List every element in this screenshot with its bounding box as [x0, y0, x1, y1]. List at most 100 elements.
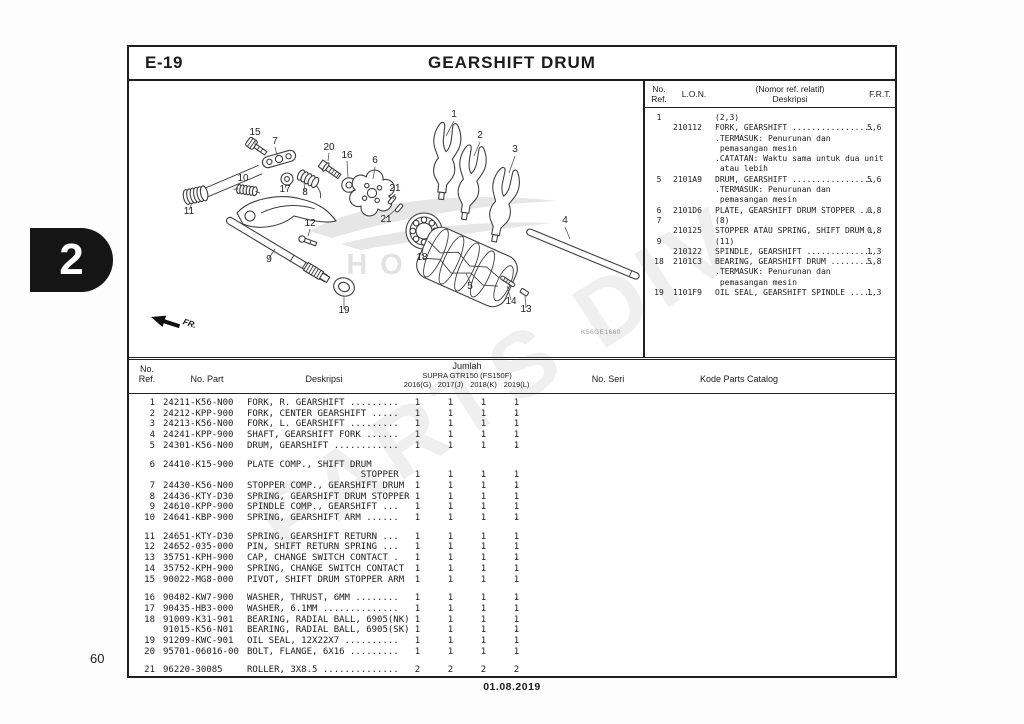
parts-c-qty: 1: [447, 574, 454, 585]
parts-c-desc: FORK, R. GEARSHIFT .........: [247, 398, 399, 408]
parts-c-seri: [533, 513, 673, 524]
parts-c-kode: [673, 502, 895, 513]
parts-c-seri: [533, 532, 673, 543]
callout-number: 16: [341, 150, 353, 161]
washer-17-part: [280, 172, 294, 186]
parts-c-qty: 1: [414, 636, 421, 647]
parts-c-qty: 1: [513, 408, 520, 419]
parts-c-qty: 1: [480, 531, 487, 542]
parts-c-qty: 1: [447, 625, 454, 636]
fork-3-part: [489, 166, 520, 243]
callout-number: 11: [184, 206, 195, 217]
shift-arm-part: [236, 196, 337, 228]
parts-c-qty: 1: [480, 542, 487, 553]
lon-c-frt: 0,8: [867, 205, 882, 215]
lon-c-frt: [867, 278, 895, 288]
parts-c-part: 90435-HB3-000: [163, 603, 234, 614]
parts-c-part: [163, 470, 247, 481]
parts-c-qty: 1: [480, 646, 487, 657]
lon-c-frt: [867, 267, 895, 277]
catalog-page: E-19 GEARSHIFT DRUM HONDA: [127, 45, 897, 678]
parts-c-qty: 1: [480, 408, 487, 419]
parts-c-qty: 1: [513, 419, 520, 430]
parts-header-ref: No.Ref.: [138, 364, 156, 384]
lon-c-lon: [673, 113, 715, 123]
parts-c-seri: [533, 542, 673, 553]
lon-c-lon: [673, 134, 715, 144]
parts-c-qty: 1: [414, 553, 421, 564]
parts-c-seri: [533, 564, 673, 575]
callout-number: 14: [505, 296, 517, 307]
parts-c-desc: PIN, SHIFT RETURN SPRING ...: [247, 542, 399, 553]
spindle-9-part: [225, 216, 331, 283]
lon-row: atau lebih: [645, 164, 895, 174]
parts-c-qty: 1: [513, 398, 520, 408]
parts-c-qty: 1: [513, 646, 520, 657]
lon-c-desc: DRUM, GEARSHIFT .................: [715, 174, 874, 184]
lon-c-desc: .TERMASUK: Penurunan dan: [715, 133, 831, 143]
lon-c-desc: OIL SEAL, GEARSHIFT SPINDLE .....: [715, 288, 874, 298]
callout-number: 9: [266, 254, 272, 265]
parts-header-kode: Kode Parts Catalog: [699, 374, 779, 384]
lon-c-frt: 1,3: [867, 246, 882, 256]
row-gap: [129, 524, 895, 532]
parts-table: No.Ref. No. Part Deskripsi Jumlah SUPRA …: [129, 357, 895, 676]
parts-c-qty: 1: [414, 563, 421, 574]
parts-c-seri: [533, 665, 673, 676]
roller-13-part: [519, 287, 530, 297]
parts-c-qty: 1: [513, 491, 520, 502]
parts-c-ref: 14: [144, 563, 155, 574]
parts-c-qty: 1: [513, 513, 520, 524]
parts-c-qty: [434, 460, 467, 471]
parts-c-ref: 11: [144, 531, 155, 542]
lon-c-desc: SPINDLE, GEARSHIFT ..............: [715, 246, 874, 256]
callout-number: 10: [237, 173, 249, 184]
lon-c-ref: [645, 247, 673, 257]
parts-c-qty: 1: [513, 593, 520, 604]
callout-number: 7: [272, 136, 278, 147]
parts-c-qty: 1: [480, 480, 487, 491]
parts-c-desc: SHAFT, GEARSHIFT FORK ......: [247, 430, 399, 441]
parts-c-desc: BEARING, RADIAL BALL, 6905(NK): [247, 614, 410, 625]
parts-c-qty: 1: [414, 542, 421, 553]
lon-c-frt: [867, 134, 895, 144]
parts-c-qty: 1: [447, 542, 454, 553]
parts-c-part: 24241-KPP-900: [163, 430, 234, 441]
parts-c-seri: [533, 441, 673, 452]
parts-c-qty: 1: [414, 603, 421, 614]
parts-c-seri: [533, 470, 673, 481]
parts-c-qty: 1: [414, 480, 421, 491]
parts-c-part: 91015-K56-N01: [163, 625, 234, 636]
callout-number: 20: [323, 142, 335, 153]
callout-number: 19: [338, 305, 350, 316]
parts-c-qty: 1: [447, 646, 454, 657]
parts-header-seri: No. Seri: [591, 374, 625, 384]
parts-header-years: 2016(G) 2017(J) 2018(K) 2019(L): [403, 380, 530, 389]
lon-c-ref: [645, 185, 673, 195]
parts-c-kode: [673, 481, 895, 492]
parts-c-seri: [533, 625, 673, 636]
parts-c-qty: 1: [447, 553, 454, 564]
lon-c-frt: 1,3: [867, 288, 882, 298]
parts-c-qty: 1: [414, 574, 421, 585]
parts-c-qty: 1: [513, 531, 520, 542]
parts-c-ref: 8: [149, 491, 155, 502]
parts-c-kode: [673, 665, 895, 676]
page-title: GEARSHIFT DRUM: [428, 53, 596, 72]
spring-11-part: [182, 165, 263, 205]
arm-7-part: [261, 149, 297, 169]
parts-c-desc: SPRING, GEARSHIFT DRUM STOPPER: [247, 491, 410, 502]
parts-c-kode: [673, 460, 895, 471]
parts-c-part: 24641-KBP-900: [163, 513, 234, 524]
lon-c-ref: [645, 267, 673, 277]
parts-c-qty: 1: [414, 491, 421, 502]
callout-number: 21: [389, 183, 401, 194]
parts-c-ref: 16: [144, 593, 155, 604]
